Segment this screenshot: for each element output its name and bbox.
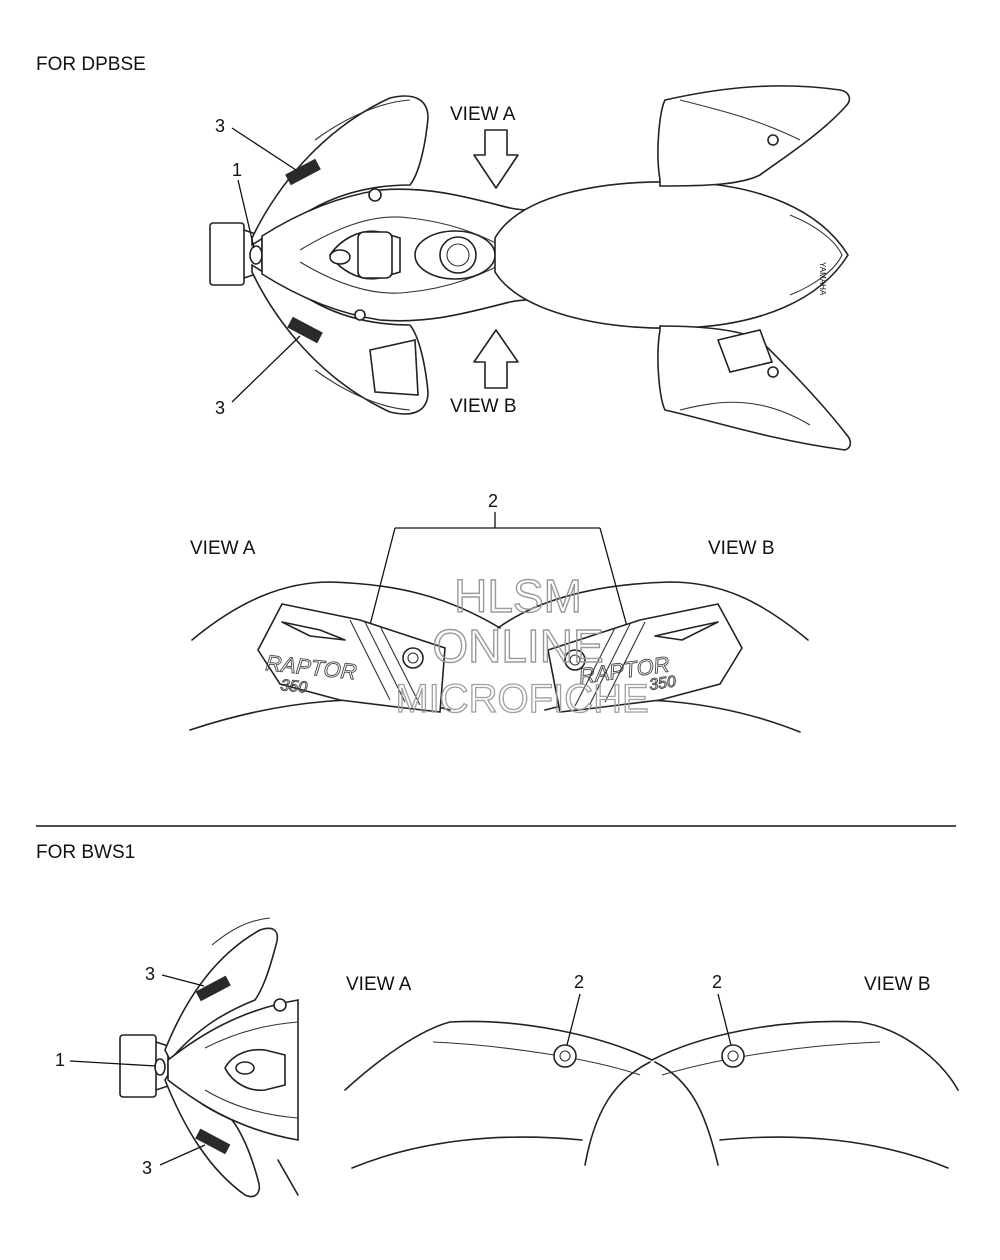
side-reflector-front — [369, 339, 419, 396]
callout-3-bottom: 3 — [215, 398, 225, 418]
fuel-cap — [439, 236, 477, 274]
bws1-headlight — [235, 1061, 255, 1075]
bws1-fender-upper-crease — [211, 917, 271, 946]
detail-callout-2-bracket — [369, 512, 629, 631]
rear-lower-bolt — [767, 366, 779, 378]
section-header-bws1: FOR BWS1 — [36, 842, 135, 863]
callout-3-top: 3 — [215, 116, 225, 136]
view-b-arrow — [473, 329, 519, 389]
view-b-label-top: VIEW B — [450, 396, 517, 417]
fuel-cap-inner — [446, 243, 470, 267]
bws1-yamaha-decal-lower — [195, 1128, 231, 1155]
section-header-dpbse: FOR DPBSE — [36, 54, 146, 75]
grip-knob-lower — [354, 309, 366, 321]
watermark-line-3: MICROFICHE — [395, 677, 648, 721]
yamaha-emblem-right — [564, 649, 586, 671]
bws1-shroud-left-bottom — [351, 1136, 583, 1169]
view-a-label-top: VIEW A — [450, 104, 516, 125]
watermark-line-1: HLSM — [454, 570, 582, 622]
bws1-leader-3-top — [161, 974, 205, 987]
bws1-shroud-left-inner — [432, 1041, 641, 1076]
atv-front-partial-view — [119, 917, 299, 1198]
bws1-headlight-pod — [224, 1048, 286, 1092]
raptor-graphic-left-arrow — [281, 621, 346, 641]
bws1-lower-edge — [277, 1159, 299, 1196]
bws1-shroud-right-edge — [654, 1061, 719, 1166]
raptor-graphic-right — [547, 603, 743, 713]
bws1-yamaha-emblem-left — [553, 1044, 577, 1068]
bws1-detail-shroud-left — [344, 1020, 653, 1169]
raptor-graphic-right-arrow — [654, 621, 719, 641]
bws1-detail-shroud-right — [651, 1020, 959, 1169]
bws1-front-emblem — [154, 1058, 166, 1076]
bws1-shroud-right-top — [651, 1020, 959, 1091]
bws1-shroud-left-edge — [584, 1061, 651, 1166]
seat — [494, 181, 849, 329]
bws1-leader-2-left — [566, 993, 581, 1046]
seat-tail-edge — [789, 214, 843, 296]
front-fender-lower-crease — [314, 369, 411, 411]
detail-shroud-right: RAPTOR 350 — [497, 581, 809, 733]
front-fender-upper-crease — [314, 99, 411, 141]
detail-view-b-label: VIEW B — [708, 538, 775, 559]
bws1-body-crease-upper — [204, 1021, 299, 1049]
yamaha-emblem-left-inner — [407, 652, 419, 664]
bws1-view-a-label: VIEW A — [346, 974, 412, 995]
front-bumper — [209, 222, 245, 286]
raptor-graphic-left-stripes — [349, 619, 421, 706]
rear-reflector — [716, 329, 774, 373]
bws1-yamaha-emblem-right — [721, 1044, 745, 1068]
bws1-leader-1 — [69, 1060, 157, 1067]
leader-3-top — [231, 127, 297, 171]
shroud-right-top-edge — [497, 581, 809, 641]
bws1-view-b-label: VIEW B — [864, 974, 931, 995]
bws1-callout-2-right: 2 — [712, 972, 722, 992]
bws1-leader-3-bottom — [159, 1144, 206, 1166]
detail-callout-2: 2 — [488, 491, 498, 511]
bws1-yamaha-emblem-right-inner — [727, 1050, 739, 1062]
raptor-graphic-right-stripes — [574, 621, 646, 707]
bws1-yamaha-emblem-left-inner — [559, 1050, 571, 1062]
headlight — [329, 249, 351, 265]
rear-upper-bolt — [767, 134, 779, 146]
view-a-arrow — [473, 129, 519, 189]
bws1-callout-3-bottom: 3 — [142, 1158, 152, 1178]
bws1-shroud-left-top — [344, 1020, 653, 1091]
raptor-number-left: 350 — [280, 677, 308, 697]
rear-fender-upper — [657, 85, 851, 187]
watermark-line-2: ONLINE — [432, 620, 603, 672]
bws1-body-crease-lower — [204, 1089, 299, 1119]
yamaha-decal-front-lower — [287, 316, 323, 344]
detail-view-a-label: VIEW A — [190, 538, 256, 559]
seat-brand-text: YAMAHA — [818, 262, 827, 296]
raptor-graphic-left — [257, 603, 446, 713]
yamaha-emblem-right-inner — [569, 654, 581, 666]
yamaha-decal-front-upper — [285, 158, 321, 186]
bws1-callout-1: 1 — [55, 1050, 65, 1070]
bws1-yamaha-decal-upper — [195, 975, 231, 1002]
leader-1 — [237, 179, 255, 249]
bws1-callout-2-left: 2 — [574, 972, 584, 992]
rear-fender-lower-crease — [679, 401, 811, 426]
front-emblem — [249, 245, 263, 265]
bws1-callout-3-top: 3 — [145, 964, 155, 984]
bws1-shroud-right-bottom — [719, 1136, 949, 1169]
handlebar-mount — [357, 231, 393, 279]
shroud-left-top-edge — [191, 581, 501, 641]
callout-1: 1 — [232, 160, 242, 180]
rear-fender-upper-crease — [679, 99, 801, 141]
bws1-leader-2-right — [717, 993, 732, 1046]
atv-top-view: YAMAHA — [209, 85, 852, 451]
detail-shroud-left: RAPTOR 350 — [189, 581, 501, 731]
bws1-shroud-right-inner — [661, 1041, 881, 1076]
grip-knob-upper — [368, 188, 382, 202]
bws1-grip-knob — [273, 998, 287, 1012]
raptor-number-right: 350 — [648, 673, 677, 694]
leader-3-bottom — [231, 335, 301, 403]
bws1-front-fender-upper — [164, 927, 279, 1062]
yamaha-emblem-left — [402, 647, 424, 669]
